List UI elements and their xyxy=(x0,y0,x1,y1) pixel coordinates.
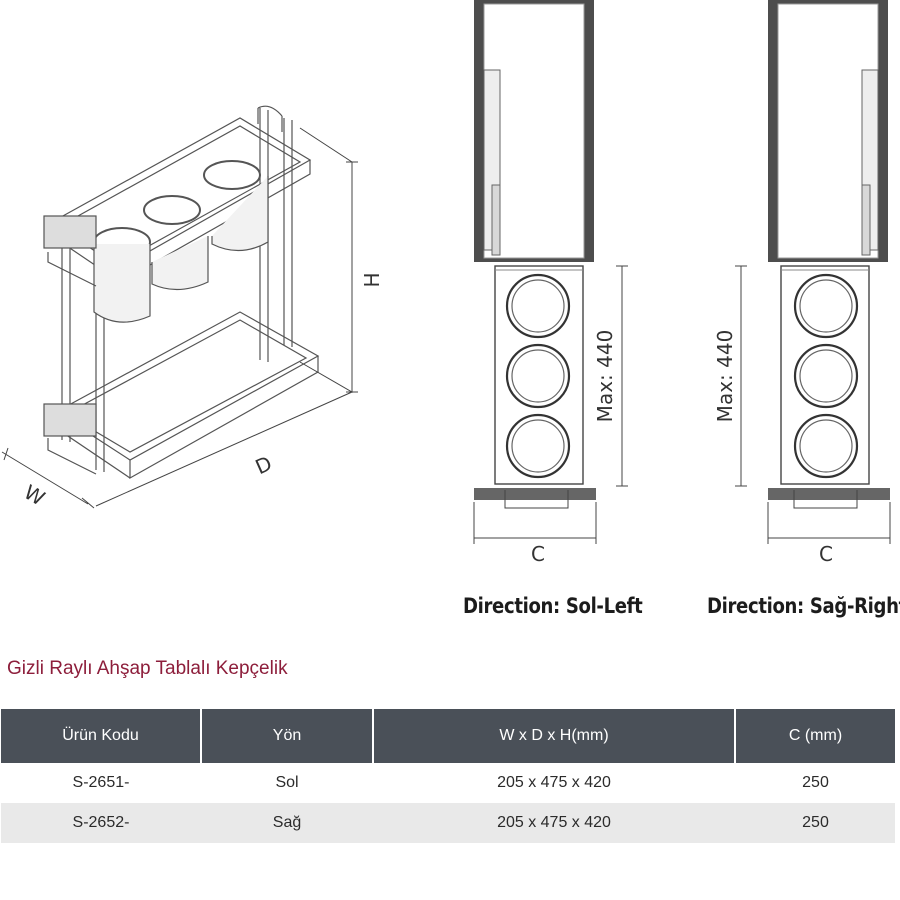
header-product-code: Ürün Kodu xyxy=(1,709,201,763)
height-label: H xyxy=(360,272,384,287)
isometric-drawing xyxy=(43,105,320,480)
left-max-label: Max: 440 xyxy=(593,330,617,423)
product-diagram: H D W Max: 440 C xyxy=(1,0,891,566)
product-title: Gizli Raylı Ahşap Tablalı Kepçelik xyxy=(7,658,288,679)
cell-dimensions: 205 x 475 x 420 xyxy=(373,763,735,803)
isometric-dimensions xyxy=(1,127,358,509)
right-direction-view xyxy=(735,0,891,544)
left-direction-view xyxy=(473,0,628,544)
caption-right-direction: Direction: Sağ-Right xyxy=(707,594,900,618)
header-dimensions: W x D x H(mm) xyxy=(372,709,735,763)
cell-direction: Sağ xyxy=(201,803,373,843)
cell-product-code: S-2651- xyxy=(1,763,201,803)
cell-product-code: S-2652- xyxy=(1,803,201,843)
table-row: S-2651- Sol 205 x 475 x 420 250 xyxy=(1,763,895,803)
table-row: S-2652- Sağ 205 x 475 x 420 250 xyxy=(1,803,895,843)
depth-label: D xyxy=(252,451,276,479)
table-header-row: Ürün Kodu Yön W x D x H(mm) C (mm) xyxy=(1,709,895,763)
cell-dimensions: 205 x 475 x 420 xyxy=(373,803,735,843)
spec-table: Ürün Kodu Yön W x D x H(mm) C (mm) S-265… xyxy=(0,709,895,843)
cell-direction: Sol xyxy=(201,763,373,803)
right-c-label: C xyxy=(819,542,833,566)
width-label: W xyxy=(20,480,49,511)
header-direction: Yön xyxy=(200,709,373,763)
cell-clearance: 250 xyxy=(735,803,895,843)
cell-clearance: 250 xyxy=(735,763,895,803)
right-max-label: Max: 440 xyxy=(713,330,737,423)
caption-left-direction: Direction: Sol-Left xyxy=(463,594,643,618)
left-c-label: C xyxy=(531,542,545,566)
header-clearance: C (mm) xyxy=(734,709,895,763)
